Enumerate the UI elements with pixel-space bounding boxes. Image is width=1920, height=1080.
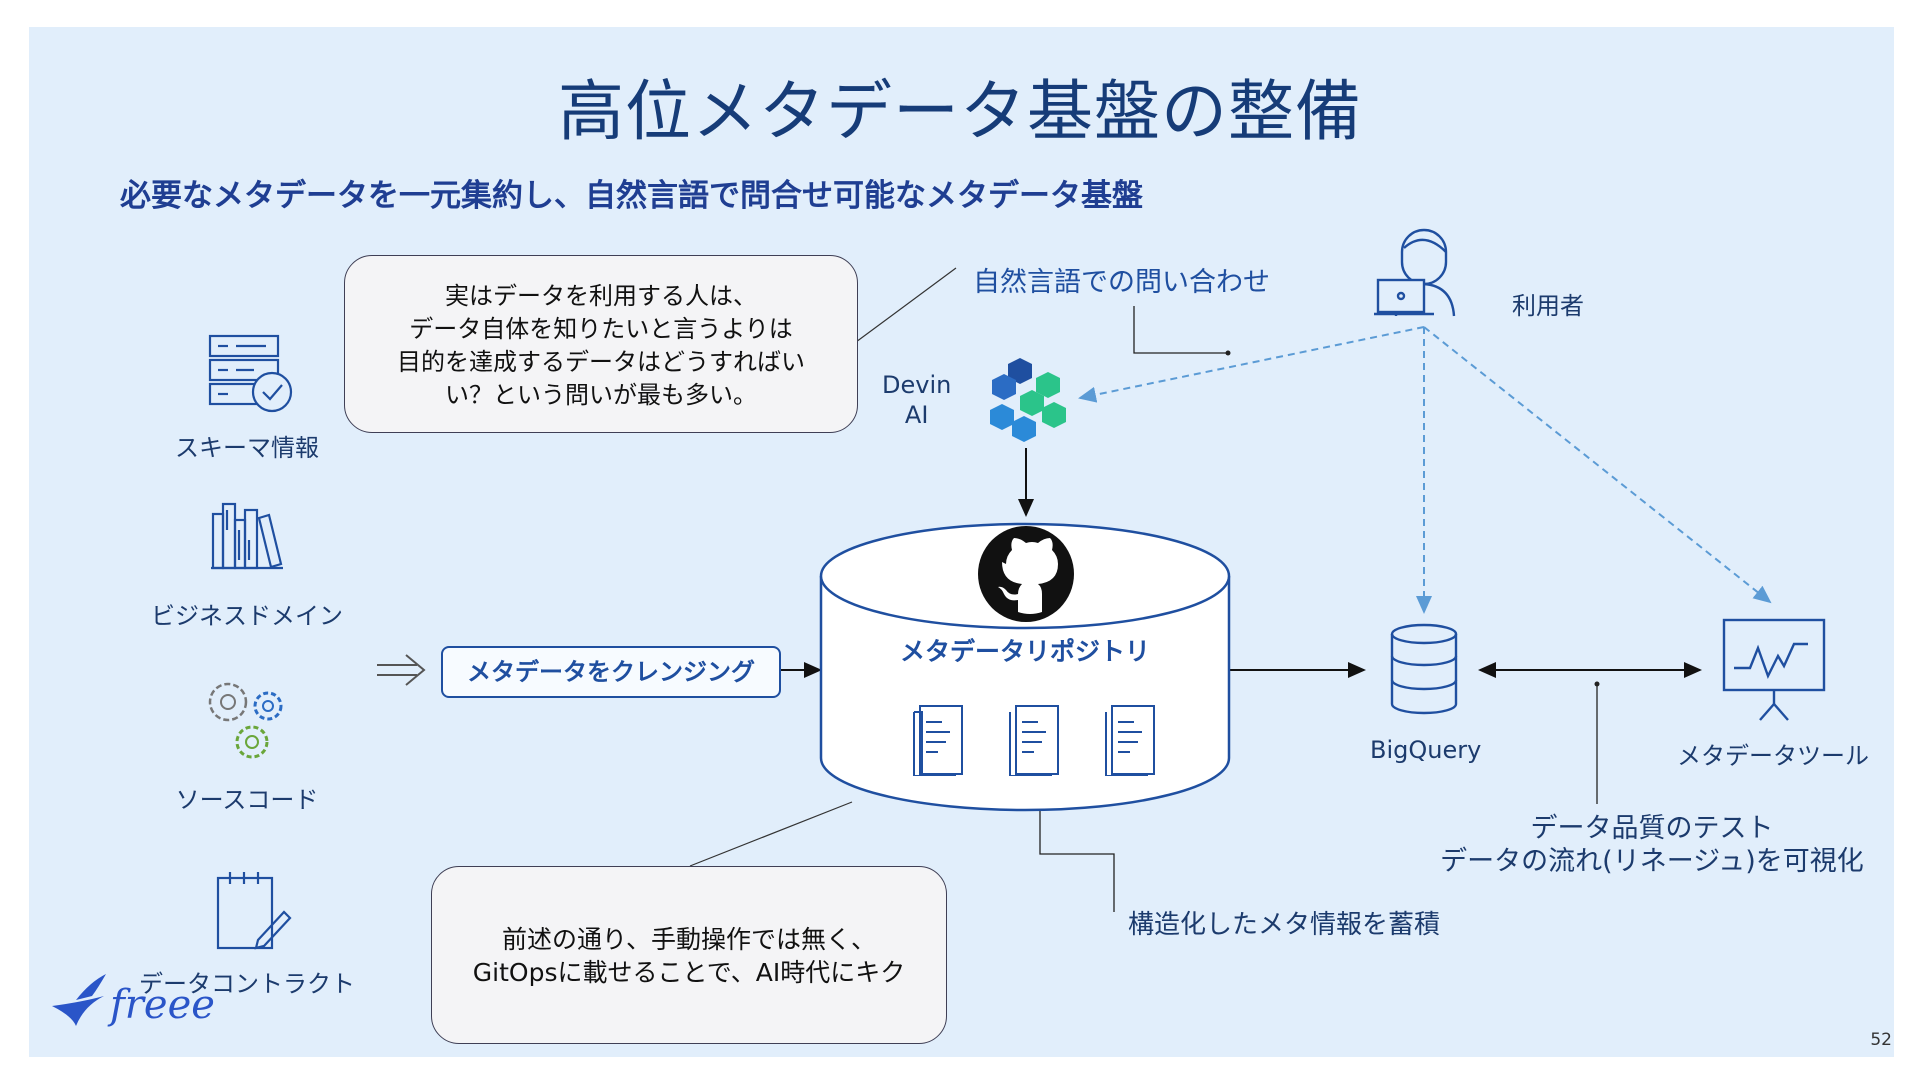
devin-label: Devin AI — [882, 370, 951, 430]
user-to-tool-arrow — [1423, 326, 1772, 604]
document-icon — [913, 705, 963, 776]
devin-ai-icon — [990, 358, 1066, 442]
bubble-bottom-line: GitOpsに載せることで、AI時代にキク — [472, 958, 906, 987]
bubble-top-pointer — [855, 267, 957, 343]
source-label-schema: スキーマ情報 — [175, 434, 319, 462]
freee-logo-text: freee — [107, 982, 215, 1028]
books-icon — [211, 502, 283, 570]
chart-board-icon — [1722, 618, 1826, 721]
freee-logo-icon: freee — [52, 974, 215, 1028]
input-arrow-icon — [377, 654, 426, 686]
source-label-source-code: ソースコード — [175, 786, 319, 814]
database-icon — [1390, 623, 1458, 715]
callout-bubble-top: 実はデータを利用する人は、 データ自体を知りたいと言うよりは 目的を達成するデー… — [344, 255, 858, 433]
bubble-top-line: 目的を達成するデータはどうすればい — [397, 348, 805, 376]
page-number: 52 — [1870, 1030, 1892, 1050]
user-to-devin-arrow — [1078, 326, 1425, 403]
cleansing-box: メタデータをクレンジング — [441, 646, 781, 698]
repository-label: メタデータリポジトリ — [899, 637, 1150, 666]
bigquery-label: BigQuery — [1370, 736, 1482, 764]
page-title: 高位メタデータ基盤の整備 — [558, 73, 1362, 150]
notepad-pencil-icon — [216, 872, 292, 950]
natural-language-query-label: 自然言語での問い合わせ — [973, 267, 1270, 298]
bubble-bottom-pointer — [689, 801, 853, 867]
user-label: 利用者 — [1512, 292, 1584, 320]
gears-icon — [208, 682, 283, 759]
quality-label-line1: データ品質のテスト — [1530, 813, 1774, 844]
document-icon — [1009, 705, 1059, 776]
source-label-business-domain: ビジネスドメイン — [151, 602, 343, 630]
bubble-top-line: データ自体を知りたいと言うよりは — [409, 315, 793, 343]
schema-server-check-icon — [208, 334, 293, 413]
github-icon — [978, 526, 1074, 622]
callout-bubble-bottom: 前述の通り、手動操作では無く、 GitOpsに載せることで、AI時代にキク — [431, 866, 947, 1044]
bubble-top-line: い？という問いが最も多い。 — [445, 381, 757, 409]
quality-label-line2: データの流れ(リネージュ)を可視化 — [1440, 846, 1864, 877]
bubble-bottom-line: 前述の通り、手動操作では無く、 — [501, 925, 876, 954]
document-icon — [1105, 705, 1155, 776]
meta-tool-label: メタデータツール — [1677, 742, 1869, 770]
accumulate-label: 構造化したメタ情報を蓄積 — [1128, 910, 1441, 940]
document-icons — [913, 705, 1155, 776]
source-label-data-contract: データコントラクト — [139, 970, 355, 998]
bubble-top-line: 実はデータを利用する人は、 — [445, 282, 757, 310]
user-laptop-icon — [1374, 228, 1456, 317]
devin-label-line1: Devin — [882, 371, 952, 399]
devin-label-line2: AI — [904, 401, 929, 429]
quality-lineage-label: データ品質のテスト データの流れ(リネージュ)を可視化 — [1420, 812, 1884, 878]
page-subtitle: 必要なメタデータを一元集約し、自然言語で問合せ可能なメタデータ基盤 — [120, 178, 1143, 214]
